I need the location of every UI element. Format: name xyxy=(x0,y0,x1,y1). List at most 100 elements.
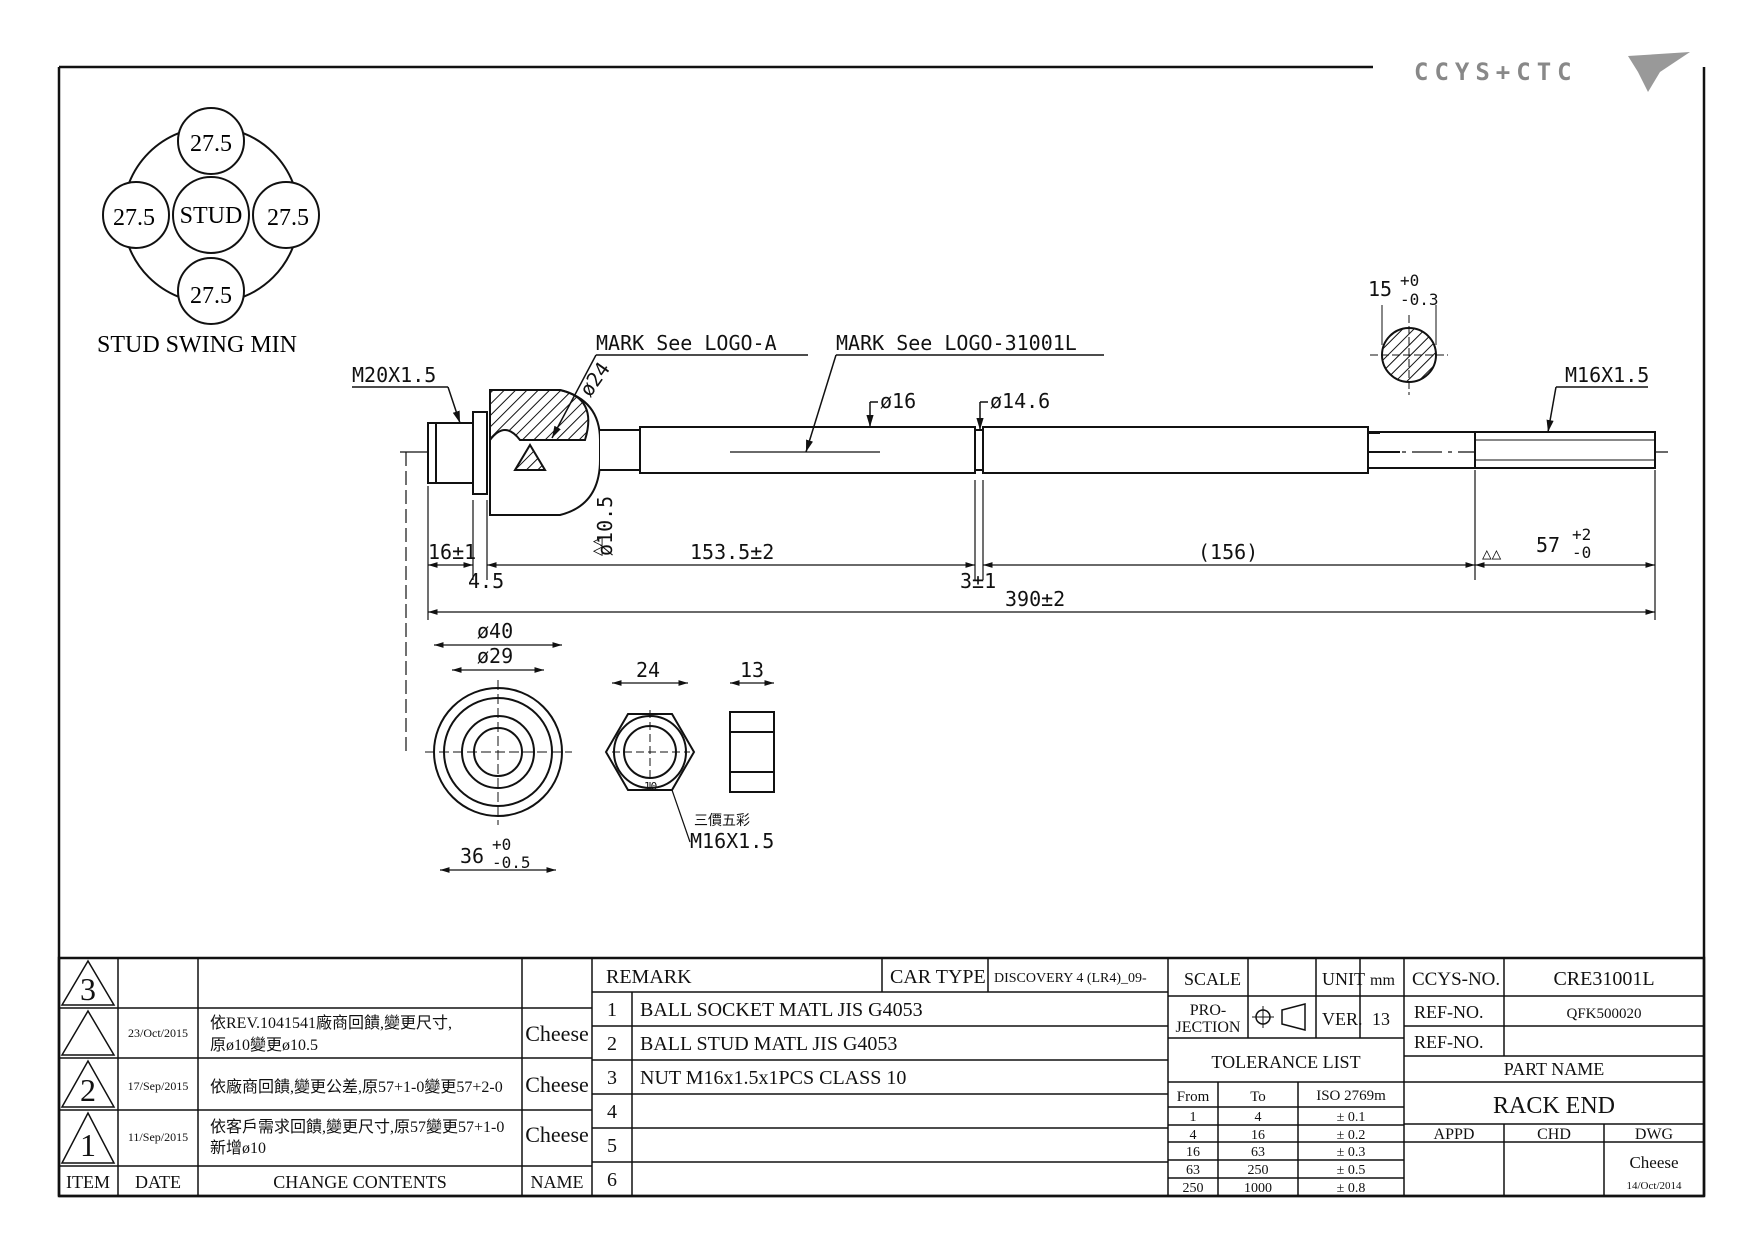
dim-156: (156) xyxy=(1198,540,1258,564)
remark-table: REMARK CAR TYPE DISCOVERY 4 (LR4)_09- 1 … xyxy=(606,966,1147,1191)
nut-label-cn: 三價五彩 xyxy=(694,812,750,829)
unit-value: mm xyxy=(1370,972,1395,989)
swing-top: 27.5 xyxy=(190,131,232,157)
company-logo: CCYS+CTC xyxy=(1414,52,1690,92)
svg-text:16: 16 xyxy=(1186,1145,1200,1160)
rev-name-2: Cheese xyxy=(525,1072,589,1097)
chd-label: CHD xyxy=(1537,1126,1571,1143)
rev-header-content: CHANGE CONTENTS xyxy=(273,1172,447,1192)
part-name-label: PART NAME xyxy=(1504,1059,1604,1079)
dim-d29: ø29 xyxy=(477,644,513,668)
tolerance-block: SCALE UNIT mm PRO- JECTION VER. 13 TOLER… xyxy=(1176,969,1396,1196)
rev-date-2: 17/Sep/2015 xyxy=(128,1079,189,1093)
remark-header: REMARK xyxy=(606,966,692,988)
svg-text:5: 5 xyxy=(607,1135,617,1157)
tolerance-title: TOLERANCE LIST xyxy=(1211,1052,1360,1072)
svg-text:1000: 1000 xyxy=(1244,1181,1272,1196)
svg-text:To: To xyxy=(1250,1089,1266,1105)
swing-right: 27.5 xyxy=(267,205,309,231)
dim-57: 57 xyxy=(1536,533,1560,557)
nut-thread: M16X1.5 xyxy=(690,829,774,853)
svg-text:CCYS+CTC: CCYS+CTC xyxy=(1414,58,1578,86)
section-tol-up: +0 xyxy=(1400,271,1419,290)
ver-label: VER. xyxy=(1322,1009,1363,1029)
logo-mark-icon xyxy=(1628,52,1690,92)
callout-mark-logo-a: MARK See LOGO-A xyxy=(596,331,777,355)
nut-views xyxy=(604,680,775,843)
rev-item-2: 2 xyxy=(80,1072,96,1108)
swing-left: 27.5 xyxy=(113,205,155,231)
scale-label: SCALE xyxy=(1184,969,1241,989)
callout-mark-logo-num: MARK See LOGO-31001L xyxy=(836,331,1077,355)
callout-d10-5: ø10.5 xyxy=(593,496,617,556)
svg-text:± 0.8: ± 0.8 xyxy=(1337,1181,1366,1196)
svg-text:63: 63 xyxy=(1251,1145,1265,1160)
rev-content-1a: 依客戶需求回饋,變更尺寸,原57變更57+1-0 xyxy=(210,1118,504,1136)
swing-center: STUD xyxy=(180,203,243,229)
dim-3: 3±1 xyxy=(960,569,996,593)
part-name: RACK END xyxy=(1493,1093,1615,1119)
rev-content-3b: 原ø10變更ø10.5 xyxy=(210,1036,318,1054)
dim-hex-13: 13 xyxy=(740,658,764,682)
stud-swing-diagram: STUD 27.5 27.5 27.5 27.5 STUD SWING MIN xyxy=(97,107,320,358)
nut-view-texts: ø40 ø29 36 +0 -0.5 24 13 10 三價五彩 M16X1.5 xyxy=(460,619,774,872)
callout-m16-right: M16X1.5 xyxy=(1565,363,1649,387)
unit-label: UNIT xyxy=(1322,969,1365,989)
dim-36-up: +0 xyxy=(492,835,511,854)
svg-text:2: 2 xyxy=(607,1033,617,1055)
svg-text:16: 16 xyxy=(1251,1128,1265,1143)
svg-text:± 0.5: ± 0.5 xyxy=(1337,1163,1366,1178)
dwg-label: DWG xyxy=(1635,1126,1674,1143)
part-info-block: CCYS-NO. CRE31001L REF-NO. QFK500020 REF… xyxy=(1412,968,1682,1192)
ref-no-label-2: REF-NO. xyxy=(1414,1032,1484,1052)
washer-view xyxy=(425,642,572,873)
svg-text:3: 3 xyxy=(607,1067,617,1089)
car-type-label: CAR TYPE xyxy=(890,966,986,988)
revision-table: 3 23/Oct/2015 依REV.1041541廠商回饋,變更尺寸, 原ø1… xyxy=(66,971,589,1192)
dim-16: 16±1 xyxy=(428,540,476,564)
dim-hex-24: 24 xyxy=(636,658,660,682)
remark-row-2: BALL STUD MATL JIS G4053 xyxy=(640,1033,897,1055)
dim-57-up: +2 xyxy=(1572,525,1591,544)
svg-text:JECTION: JECTION xyxy=(1176,1019,1241,1036)
section-width: 15 xyxy=(1368,277,1392,301)
ver-value: 13 xyxy=(1372,1009,1390,1029)
rev-name-3: Cheese xyxy=(525,1021,589,1046)
ccys-no-label: CCYS-NO. xyxy=(1412,969,1500,990)
rev-date-3: 23/Oct/2015 xyxy=(128,1026,188,1040)
svg-text:1: 1 xyxy=(1190,1110,1197,1125)
svg-text:1: 1 xyxy=(607,999,617,1021)
svg-text:4: 4 xyxy=(607,1101,617,1123)
title-block-grid xyxy=(57,956,1706,1198)
svg-text:From: From xyxy=(1177,1089,1210,1105)
rev-content-1b: 新增ø10 xyxy=(210,1139,266,1157)
car-type: DISCOVERY 4 (LR4)_09- xyxy=(994,971,1147,986)
rev-header-name: NAME xyxy=(531,1172,584,1192)
swing-caption: STUD SWING MIN xyxy=(97,332,297,358)
dim-4-5: 4.5 xyxy=(468,569,504,593)
rev-date-1: 11/Sep/2015 xyxy=(128,1130,188,1144)
section-tol-dn: -0.3 xyxy=(1400,290,1439,309)
rev-item-3: 3 xyxy=(80,971,96,1007)
svg-text:ISO 2769m: ISO 2769m xyxy=(1316,1088,1386,1104)
dim-153: 153.5±2 xyxy=(690,540,774,564)
svg-text:PRO-: PRO- xyxy=(1190,1002,1226,1019)
remark-row-3: NUT M16x1.5x1PCS CLASS 10 xyxy=(640,1067,906,1089)
callout-d24: ø24 xyxy=(574,358,614,401)
ref-no-label-1: REF-NO. xyxy=(1414,1002,1484,1022)
svg-text:6: 6 xyxy=(607,1169,617,1191)
svg-text:± 0.2: ± 0.2 xyxy=(1337,1128,1366,1143)
dwg-name: Cheese xyxy=(1629,1153,1678,1172)
appd-label: APPD xyxy=(1434,1126,1475,1143)
svg-text:4: 4 xyxy=(1190,1128,1197,1143)
rev-name-1: Cheese xyxy=(525,1122,589,1147)
dimension-texts: 16±1 4.5 153.5±2 3±1 (156) 390±2 △△ 57 +… xyxy=(428,525,1591,611)
ccys-no: CRE31001L xyxy=(1553,968,1654,990)
rev-header-item: ITEM xyxy=(66,1172,110,1192)
nut-mark: 10 xyxy=(644,780,657,793)
callout-d14-6: ø14.6 xyxy=(990,389,1050,413)
dim-57-dn: -0 xyxy=(1572,543,1591,562)
callout-m20: M20X1.5 xyxy=(352,363,436,387)
dim-d40: ø40 xyxy=(477,619,513,643)
